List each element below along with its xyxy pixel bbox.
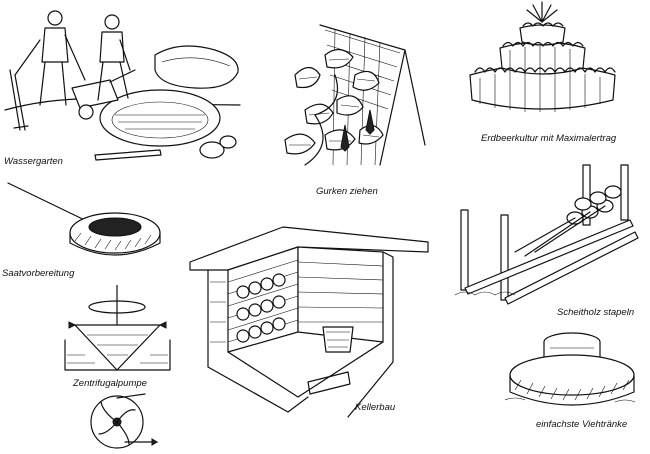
saatvorbereitung-illustration [0,175,165,260]
erdbeer-illustration [455,0,630,122]
caption-scheitholz: Scheitholz stapeln [557,307,635,318]
caption-saatvorbereitung: Saatvorbereitung [2,268,75,279]
wassergarten-illustration [0,0,250,165]
zentrifugalpumpe-illustration [55,285,175,375]
gurken-illustration [275,15,430,175]
caption-wassergarten: Wassergarten [4,156,63,167]
viehtraenke-illustration [505,320,640,415]
caption-kellerbau: Kellerbau [355,402,396,413]
caption-zentrifugalpumpe: Zentrifugalpumpe [73,378,147,389]
kellerbau-illustration [188,222,433,422]
caption-erdbeer: Erdbeerkultur mit Maximalertrag [481,133,617,144]
pump-wheel-illustration [85,390,160,452]
caption-gurken: Gurken ziehen [316,186,378,197]
scheitholz-illustration [455,160,645,305]
caption-viehtraenke: einfachste Viehtränke [536,419,628,430]
